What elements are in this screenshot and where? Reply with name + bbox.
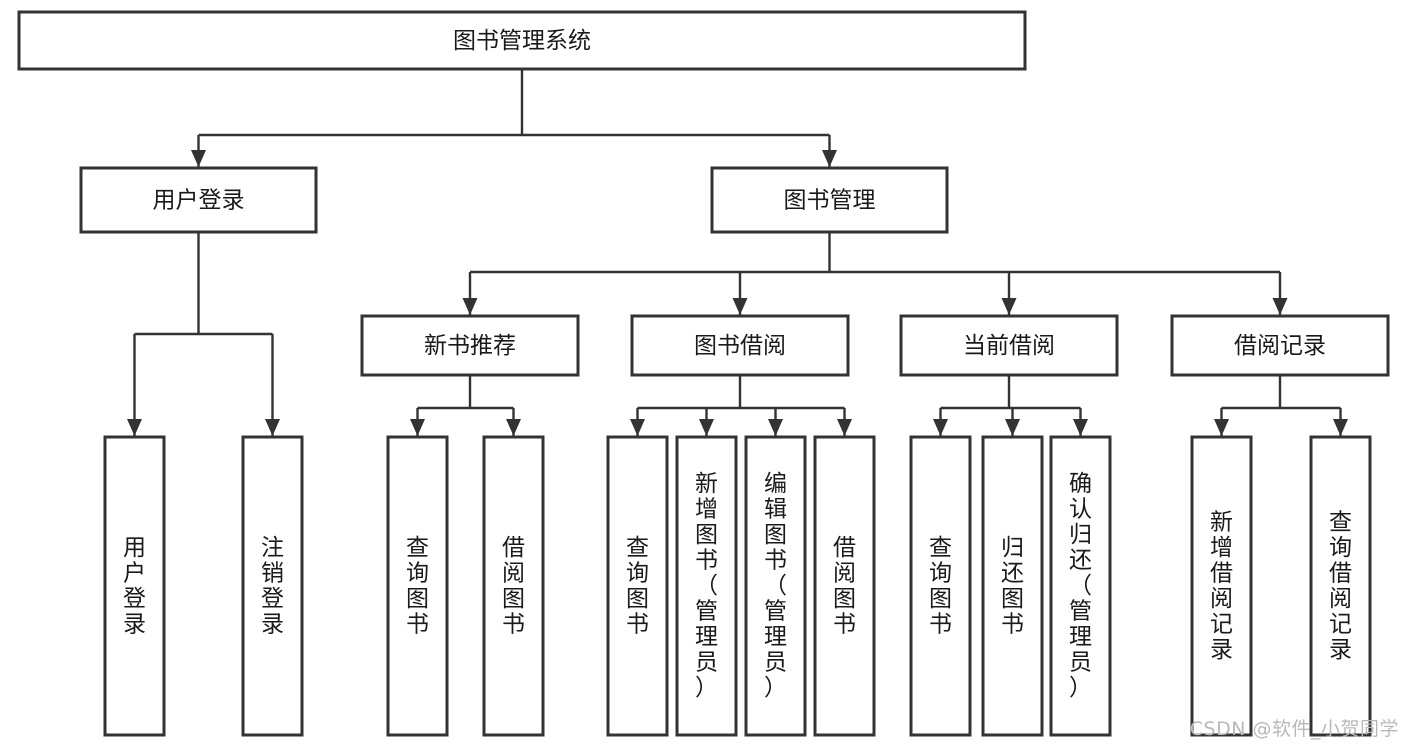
arrow-head-icon-new-book-recommend bbox=[462, 298, 478, 315]
node-label-cb-confirm-return: 确认归还（管理员） bbox=[1069, 471, 1092, 701]
arrow-head-icon-current-borrow bbox=[1001, 298, 1017, 315]
node-box-bb-edit-book bbox=[744, 435, 807, 737]
arrow-head-icon-user-login-do bbox=[127, 419, 142, 436]
node-root[interactable]: 图书管理系统 bbox=[17, 10, 1027, 71]
csdn-watermark: CSDN @软件_小贺同学 bbox=[1189, 718, 1399, 740]
node-bb-query-book[interactable]: 查询图书 bbox=[606, 435, 669, 737]
node-br-add-record[interactable]: 新增借阅记录 bbox=[1190, 435, 1253, 737]
node-box-nbr-query-book bbox=[386, 435, 449, 737]
node-label-book-borrow: 图书借阅 bbox=[694, 333, 786, 359]
node-label-root: 图书管理系统 bbox=[453, 28, 591, 54]
node-label-nbr-query-book: 查询图书 bbox=[406, 535, 429, 638]
node-user-logout[interactable]: 注销登录 bbox=[241, 435, 304, 737]
node-box-current-borrow bbox=[899, 314, 1119, 377]
node-bb-add-book[interactable]: 新增图书（管理员） bbox=[675, 435, 738, 737]
node-current-borrow[interactable]: 当前借阅 bbox=[899, 314, 1119, 377]
node-br-query-record[interactable]: 查询借阅记录 bbox=[1309, 435, 1372, 737]
node-borrow-record[interactable]: 借阅记录 bbox=[1170, 314, 1390, 377]
node-nbr-borrow-book[interactable]: 借阅图书 bbox=[482, 435, 545, 737]
node-label-user-login: 用户登录 bbox=[153, 188, 245, 214]
node-box-nbr-borrow-book bbox=[482, 435, 545, 737]
node-box-user-logout bbox=[241, 435, 304, 737]
arrow-head-icon-br-add-record bbox=[1214, 419, 1229, 436]
node-box-book-borrow bbox=[630, 314, 850, 377]
node-nbr-query-book[interactable]: 查询图书 bbox=[386, 435, 449, 737]
node-label-cb-return-book: 归还图书 bbox=[1001, 535, 1024, 638]
arrow-head-icon-cb-query-book bbox=[933, 419, 948, 436]
arrow-head-icon-borrow-record bbox=[1272, 298, 1288, 315]
node-book-manage[interactable]: 图书管理 bbox=[710, 166, 949, 234]
node-bb-borrow-book[interactable]: 借阅图书 bbox=[813, 435, 876, 737]
node-cb-confirm-return[interactable]: 确认归还（管理员） bbox=[1049, 435, 1112, 737]
node-label-cb-query-book: 查询图书 bbox=[929, 535, 952, 638]
node-label-current-borrow: 当前借阅 bbox=[963, 333, 1055, 359]
connector-layer bbox=[127, 69, 1348, 436]
node-label-br-add-record: 新增借阅记录 bbox=[1210, 509, 1233, 663]
node-box-cb-confirm-return bbox=[1049, 435, 1112, 737]
node-box-borrow-record bbox=[1170, 314, 1390, 377]
arrow-head-icon-br-query-record bbox=[1333, 419, 1348, 436]
node-box-bb-add-book bbox=[675, 435, 738, 737]
arrow-head-icon-book-borrow bbox=[732, 298, 748, 315]
node-user-login-do[interactable]: 用户登录 bbox=[103, 435, 166, 737]
node-label-user-login-do: 用户登录 bbox=[123, 535, 146, 638]
arrow-head-icon-cb-return-book bbox=[1005, 419, 1020, 436]
arrow-head-icon-cb-confirm-return bbox=[1073, 419, 1088, 436]
node-user-login[interactable]: 用户登录 bbox=[79, 166, 318, 234]
arrow-head-icon-bb-add-book bbox=[699, 419, 714, 436]
arrow-head-icon-book-manage bbox=[822, 150, 837, 167]
node-cb-return-book[interactable]: 归还图书 bbox=[981, 435, 1044, 737]
arrow-head-icon-nbr-query-book bbox=[410, 419, 425, 436]
node-label-bb-add-book: 新增图书（管理员） bbox=[695, 471, 718, 701]
node-box-new-book-recommend bbox=[360, 314, 580, 377]
node-new-book-recommend[interactable]: 新书推荐 bbox=[360, 314, 580, 377]
node-cb-query-book[interactable]: 查询图书 bbox=[909, 435, 972, 737]
arrow-head-icon-nbr-borrow-book bbox=[506, 419, 521, 436]
node-label-bb-borrow-book: 借阅图书 bbox=[833, 535, 856, 638]
node-label-bb-edit-book: 编辑图书（管理员） bbox=[764, 471, 787, 701]
node-box-br-add-record bbox=[1190, 435, 1253, 737]
node-box-bb-borrow-book bbox=[813, 435, 876, 737]
node-label-book-manage: 图书管理 bbox=[784, 188, 876, 214]
node-box-br-query-record bbox=[1309, 435, 1372, 737]
arrow-head-icon-bb-query-book bbox=[630, 419, 645, 436]
node-box-book-manage bbox=[710, 166, 949, 234]
node-label-borrow-record: 借阅记录 bbox=[1234, 333, 1326, 359]
arrow-head-icon-bb-borrow-book bbox=[837, 419, 852, 436]
arrow-head-icon-bb-edit-book bbox=[768, 419, 783, 436]
node-label-user-logout: 注销登录 bbox=[261, 535, 284, 638]
node-box-bb-query-book bbox=[606, 435, 669, 737]
node-box-cb-query-book bbox=[909, 435, 972, 737]
node-bb-edit-book[interactable]: 编辑图书（管理员） bbox=[744, 435, 807, 737]
node-book-borrow[interactable]: 图书借阅 bbox=[630, 314, 850, 377]
node-label-nbr-borrow-book: 借阅图书 bbox=[502, 535, 525, 638]
node-box-root bbox=[17, 10, 1027, 71]
node-box-user-login-do bbox=[103, 435, 166, 737]
node-label-new-book-recommend: 新书推荐 bbox=[424, 333, 516, 359]
arrow-head-icon-user-login bbox=[191, 150, 206, 167]
node-label-bb-query-book: 查询图书 bbox=[626, 535, 649, 638]
node-layer: 图书管理系统用户登录用户登录注销登录图书管理新书推荐查询图书借阅图书图书借阅查询… bbox=[17, 10, 1390, 737]
node-box-cb-return-book bbox=[981, 435, 1044, 737]
node-label-br-query-record: 查询借阅记录 bbox=[1329, 509, 1352, 663]
arrow-head-icon-user-logout bbox=[265, 419, 280, 436]
node-box-user-login bbox=[79, 166, 318, 234]
